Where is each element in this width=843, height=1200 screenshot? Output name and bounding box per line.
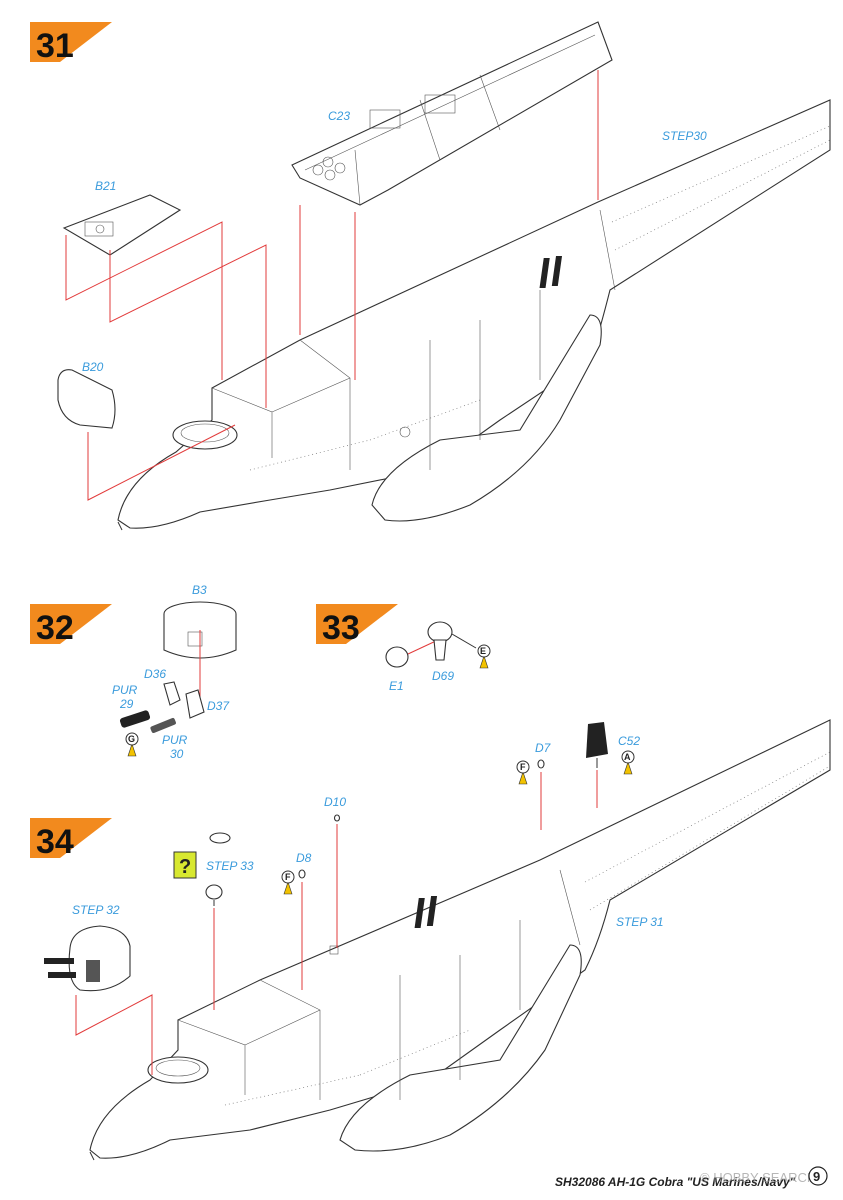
step-31: 31 C23 STEP30 B21 B20 [30, 21, 831, 531]
query-mark: ? [179, 856, 191, 878]
label-b20: B20 [82, 360, 104, 374]
part-d8 [298, 869, 306, 879]
part-d36 [163, 681, 181, 706]
paint-callout-icon: A [621, 750, 635, 775]
step-32-badge: 32 [30, 604, 112, 647]
step-32-number: 32 [36, 609, 74, 647]
label-pur29-a: PUR [112, 683, 138, 697]
label-pur30-a: PUR [162, 733, 188, 747]
label-pur30-b: 30 [170, 747, 184, 761]
part-pur29 [119, 710, 151, 728]
paint-callout-icon: F [516, 760, 530, 785]
paint-code-f1: F [520, 762, 526, 772]
label-c52: C52 [618, 734, 640, 748]
part-step32-turret [44, 925, 131, 992]
label-step32: STEP 32 [72, 903, 120, 917]
footer-title: SH32086 AH-1G Cobra "US Marines/Navy" [555, 1175, 796, 1189]
query-icon: ? [173, 851, 197, 879]
step-34-badge: 34 [30, 818, 112, 861]
part-pur30 [150, 717, 176, 733]
paint-code-g: G [128, 734, 135, 744]
paint-callout-icon: E [477, 644, 491, 669]
helicopter-fuselage-31 [117, 99, 831, 531]
label-b3: B3 [192, 583, 207, 597]
label-d37: D37 [207, 699, 230, 713]
step-33-number: 33 [322, 609, 360, 647]
footer: SH32086 AH-1G Cobra "US Marines/Navy" © … [555, 1166, 828, 1189]
part-b20 [57, 369, 116, 429]
step-33: 33 E1 D69 E [316, 604, 491, 693]
part-d10 [333, 814, 341, 822]
part-d7 [537, 759, 545, 769]
part-c23 [291, 21, 613, 206]
part-b21 [62, 194, 182, 256]
part-d69 [427, 621, 453, 661]
part-c52 [586, 722, 608, 768]
step-34-number: 34 [36, 823, 74, 861]
label-b21: B21 [95, 179, 116, 193]
label-step33: STEP 33 [206, 859, 254, 873]
paint-callout-icon: G [125, 732, 139, 757]
guide-lines-31 [65, 70, 599, 501]
label-pur29-b: 29 [119, 697, 134, 711]
page-number-badge [808, 1166, 828, 1186]
part-e1 [385, 646, 409, 668]
label-d69: D69 [432, 669, 454, 683]
label-e1: E1 [389, 679, 404, 693]
label-step30: STEP30 [662, 129, 707, 143]
label-d7: D7 [535, 741, 552, 755]
guide-e1 [407, 639, 439, 655]
part-step33-ref [205, 884, 223, 906]
paint-code-e: E [480, 646, 486, 656]
paint-code-a: A [624, 752, 631, 762]
label-step31: STEP 31 [616, 915, 664, 929]
step-32: 32 B3 D36 D37 PUR 29 PUR 30 G [30, 583, 237, 761]
part-d37 [185, 689, 205, 719]
helicopter-fuselage-34 [89, 719, 831, 1161]
step-33-badge: 33 [316, 604, 398, 647]
label-d36: D36 [144, 667, 166, 681]
label-c23: C23 [328, 109, 350, 123]
watermark: © HOBBY SEARCH [700, 1170, 816, 1185]
part-step33-ref-top [209, 832, 231, 844]
label-d10: D10 [324, 795, 346, 809]
guide-lines-34 [75, 770, 598, 1075]
step-34: 34 C52 A D7 F D10 ? [30, 719, 831, 1161]
label-d8: D8 [296, 851, 312, 865]
step-31-number: 31 [36, 27, 74, 65]
paint-code-f2: F [285, 872, 291, 882]
paint-callout-icon: F [281, 870, 295, 895]
step-31-badge: 31 [30, 22, 112, 65]
page-number: 9 [813, 1169, 820, 1184]
